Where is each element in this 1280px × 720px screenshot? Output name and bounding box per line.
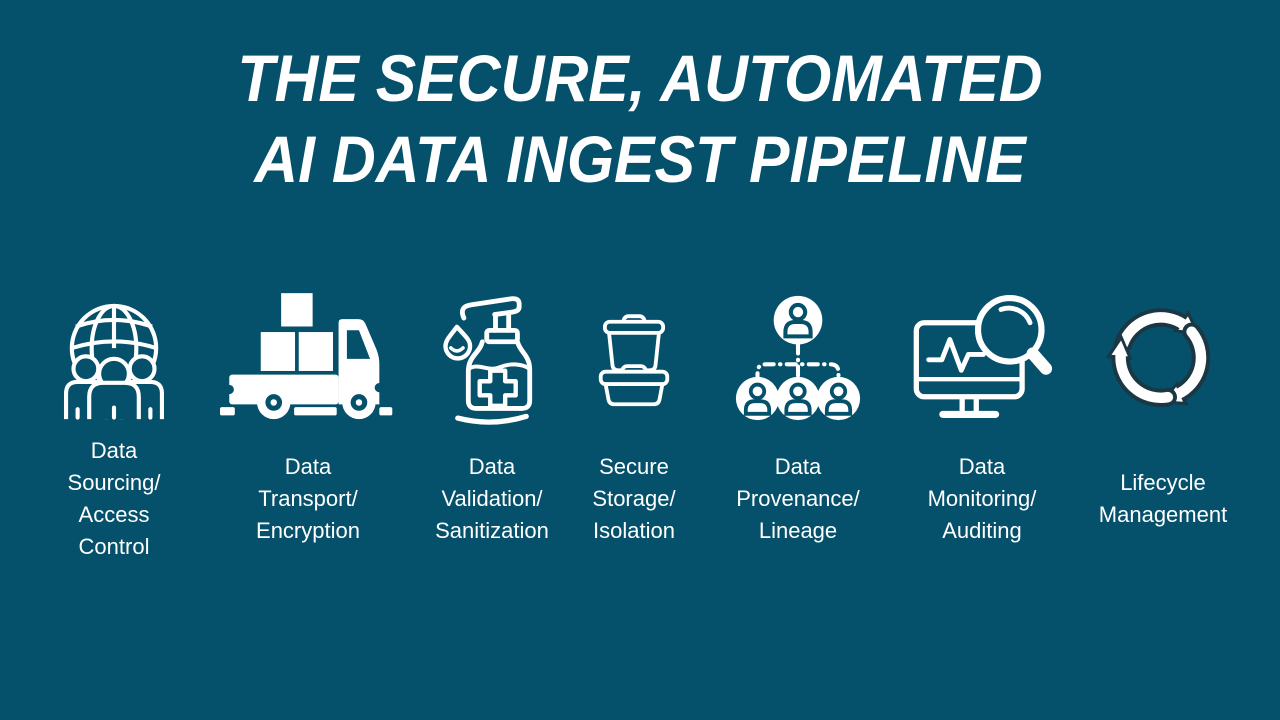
stage-label: Data Provenance/ Lineage bbox=[736, 454, 860, 543]
stage-data-monitoring: Data Monitoring/ Auditing bbox=[876, 286, 1088, 568]
stage-label: Secure Storage/ Isolation bbox=[592, 454, 676, 543]
stage-data-validation: Data Validation/ Sanitization bbox=[386, 286, 598, 568]
stage-label: Data Sourcing/ Access Control bbox=[67, 438, 161, 559]
page-title-line1: THE SECURE, AUTOMATED bbox=[237, 41, 1043, 115]
stage-data-transport: Data Transport/ Encryption bbox=[202, 286, 414, 568]
page-title: THE SECURE, AUTOMATED AI DATA INGEST PIP… bbox=[51, 38, 1229, 200]
stage-label: Data Monitoring/ Auditing bbox=[927, 454, 1037, 543]
stage-data-provenance: Data Provenance/ Lineage bbox=[692, 286, 904, 568]
people-hierarchy-icon bbox=[735, 286, 861, 430]
stage-lifecycle: Lifecycle Management bbox=[1057, 286, 1269, 568]
stage-data-sourcing: Data Sourcing/ Access Control bbox=[8, 286, 220, 568]
stage-secure-storage: Secure Storage/ Isolation bbox=[528, 286, 740, 568]
stage-label: Lifecycle Management bbox=[1098, 470, 1228, 527]
truck-boxes-icon bbox=[220, 286, 396, 430]
monitor-magnifier-icon bbox=[909, 286, 1055, 430]
stage-label: Data Transport/ Encryption bbox=[256, 454, 360, 543]
globe-users-icon bbox=[52, 286, 176, 430]
sanitizer-bottle-icon bbox=[434, 286, 550, 430]
stage-label: Data Validation/ Sanitization bbox=[435, 454, 549, 543]
cycle-arrows-icon bbox=[1104, 286, 1222, 430]
page-title-line2: AI DATA INGEST PIPELINE bbox=[254, 122, 1026, 196]
storage-containers-icon bbox=[582, 286, 686, 430]
